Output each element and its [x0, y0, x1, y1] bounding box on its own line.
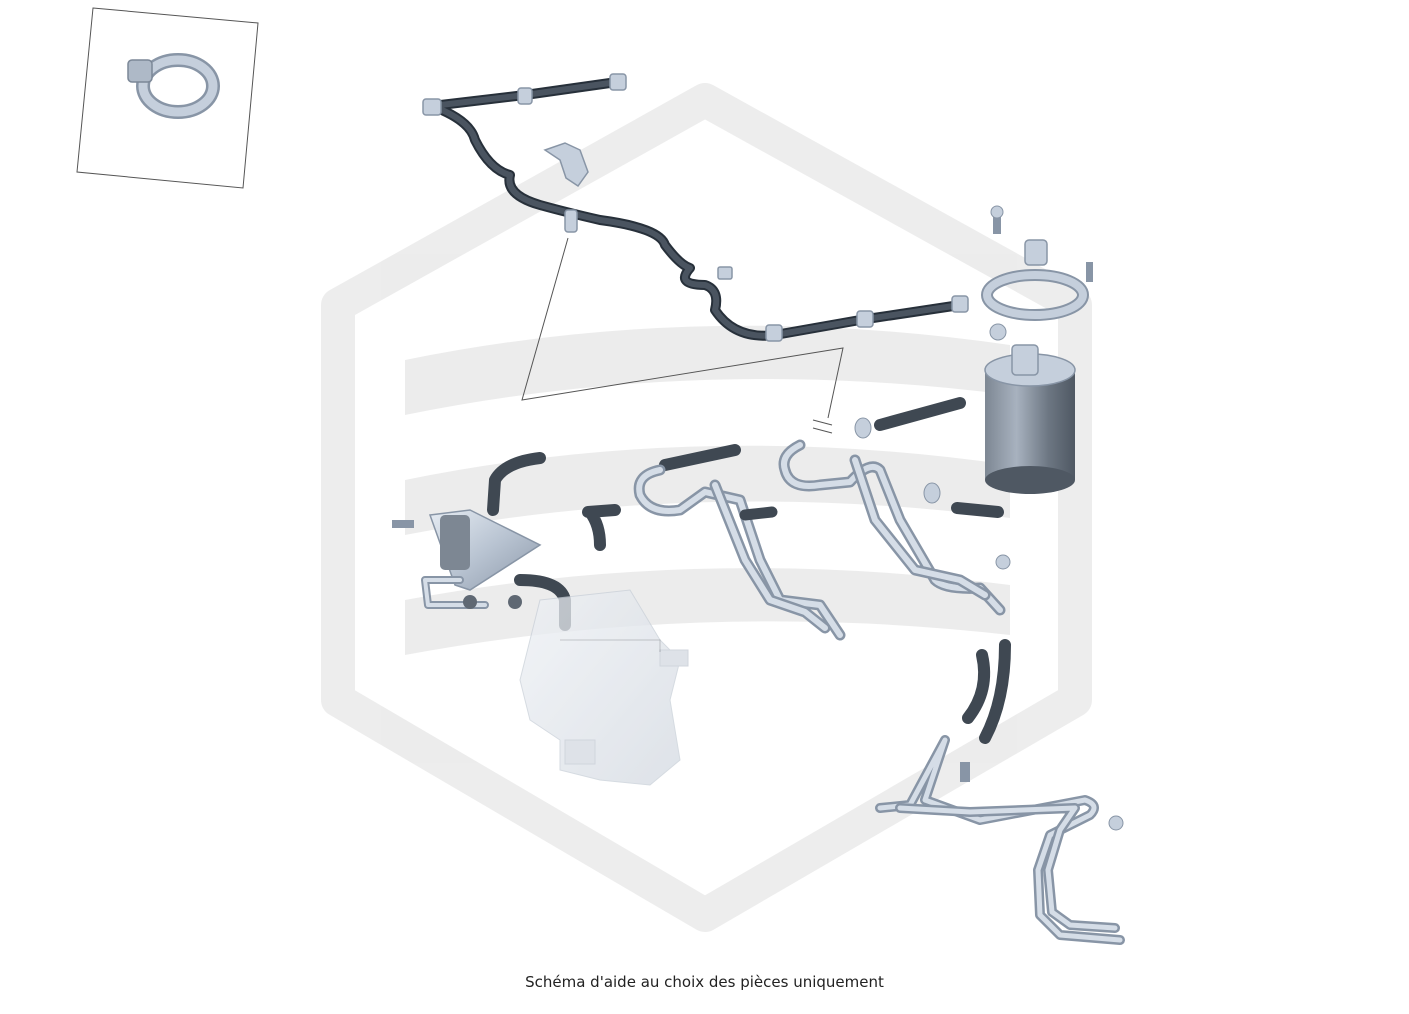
- filter-hoses[interactable]: [854, 397, 1004, 518]
- hose-bracket[interactable]: [543, 142, 733, 280]
- upper-return-hose[interactable]: [422, 73, 969, 342]
- high-pressure-pump[interactable]: [519, 589, 689, 786]
- hose-clamp-icon: [127, 53, 220, 119]
- lower-pipe-assembly[interactable]: [875, 735, 1125, 945]
- diagram-caption: Schéma d'aide au choix des pièces unique…: [525, 973, 884, 991]
- metal-pipe-assembly-middle[interactable]: [633, 444, 846, 641]
- clamp-inset[interactable]: [76, 7, 259, 189]
- pressure-valve-bracket[interactable]: [392, 509, 542, 609]
- metal-pipe-assembly-right[interactable]: [778, 439, 1006, 616]
- fuel-filter-assembly[interactable]: [981, 205, 1093, 494]
- lower-hoses[interactable]: [962, 554, 1011, 744]
